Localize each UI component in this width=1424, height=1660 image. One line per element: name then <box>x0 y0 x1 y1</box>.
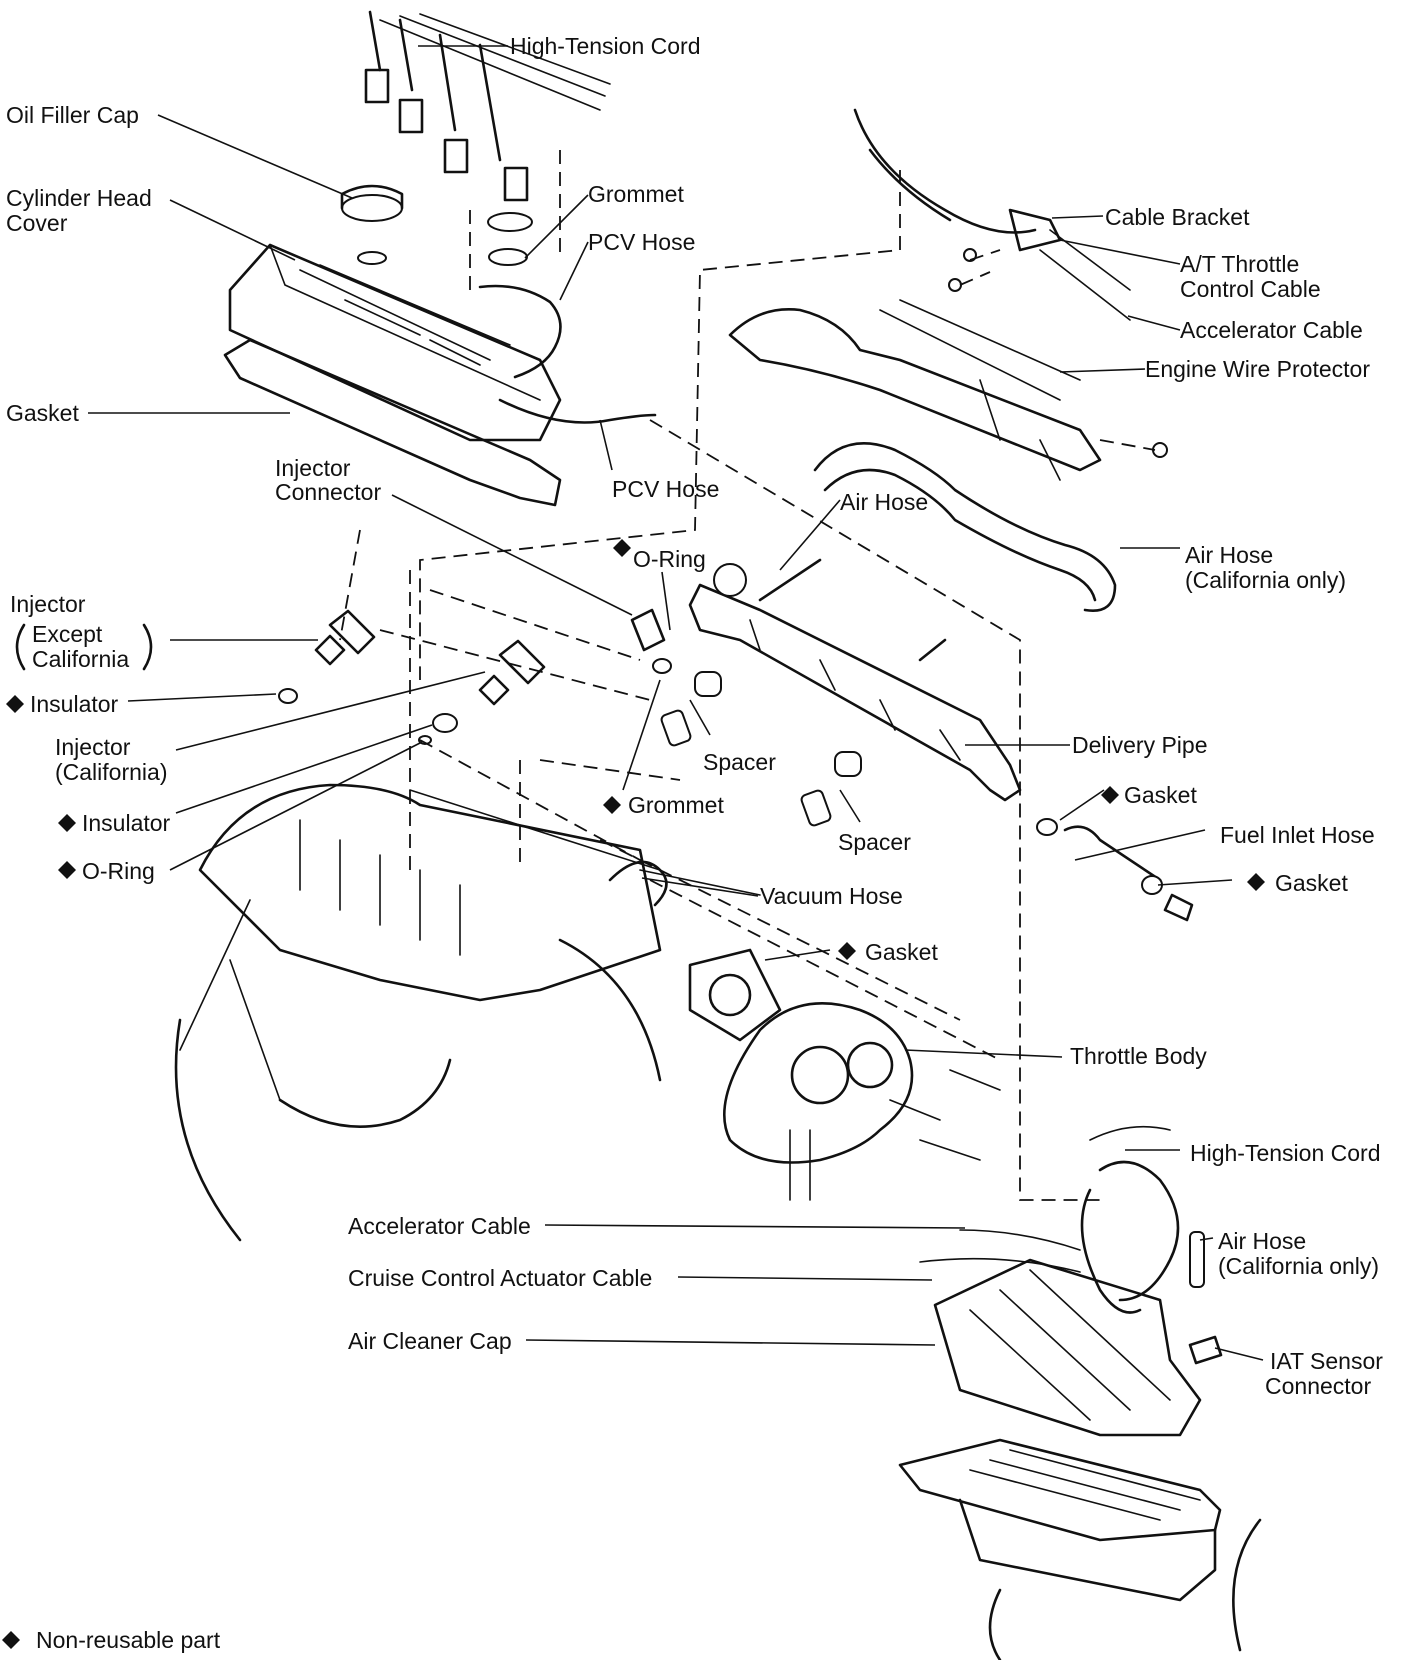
diamond-icon <box>603 796 621 814</box>
grommet-and-pcv-top <box>478 212 657 424</box>
label-spacer-bottom: Spacer <box>838 829 911 855</box>
label-injector-except-3: California <box>32 646 129 672</box>
diamond-icon <box>838 942 856 960</box>
label-delivery-pipe: Delivery Pipe <box>1072 732 1208 758</box>
legend-non-reusable-part: Non-reusable part <box>36 1627 221 1653</box>
label-o-ring-left: O-Ring <box>82 858 155 884</box>
non-reusable-diamond-icons <box>2 539 1265 1649</box>
diamond-icon <box>613 539 631 557</box>
label-air-hose-mid: Air Hose <box>840 489 928 515</box>
label-air-hose-ca-1: Air Hose <box>1185 542 1273 568</box>
label-at-throttle-2: Control Cable <box>1180 276 1321 302</box>
label-iat-sensor-2: Connector <box>1265 1373 1371 1399</box>
label-air-hose-ca-b-2: (California only) <box>1218 1253 1379 1279</box>
label-air-hose-ca-b-1: Air Hose <box>1218 1228 1306 1254</box>
leader-lines <box>88 45 1264 1361</box>
label-insulator-top: Insulator <box>30 691 119 717</box>
diamond-icon <box>1101 786 1119 804</box>
label-air-cleaner-cap: Air Cleaner Cap <box>348 1328 512 1354</box>
cable-lines-lower <box>919 1229 1081 1273</box>
diamond-icon <box>58 814 76 832</box>
label-grommet-top: Grommet <box>588 181 684 207</box>
label-accelerator-cable-top: Accelerator Cable <box>1180 317 1363 343</box>
air-hose-california-part <box>813 442 1117 613</box>
assembly-guide-dashes <box>339 170 1100 1201</box>
intake-manifold-part <box>174 570 662 1242</box>
label-fuel-inlet-hose: Fuel Inlet Hose <box>1220 822 1375 848</box>
label-pcv-hose-mid: PCV Hose <box>612 476 719 502</box>
label-o-ring-top: O-Ring <box>633 546 706 572</box>
label-injector-connector-2: Connector <box>275 479 381 505</box>
label-cylinder-head-cover-1: Cylinder Head <box>6 185 152 211</box>
diamond-icon <box>2 1631 20 1649</box>
label-insulator-mid: Insulator <box>82 810 171 836</box>
label-injector-connector-1: Injector <box>275 455 351 481</box>
label-at-throttle-1: A/T Throttle <box>1180 251 1299 277</box>
label-high-tension-cord-top: High-Tension Cord <box>510 33 700 59</box>
label-engine-wire-protector: Engine Wire Protector <box>1145 356 1370 382</box>
label-gasket-inlet: Gasket <box>1275 870 1348 896</box>
diamond-icon <box>1247 873 1265 891</box>
label-gasket-throttle: Gasket <box>865 939 938 965</box>
label-throttle-body: Throttle Body <box>1070 1043 1207 1069</box>
lower-high-tension-cord <box>1080 1125 1205 1314</box>
throttle-gasket-part <box>688 948 782 1042</box>
fuel-inlet-hose-part <box>1036 818 1194 922</box>
label-iat-sensor-1: IAT Sensor <box>1270 1348 1383 1374</box>
spacers-part <box>660 671 862 827</box>
label-spacer-top: Spacer <box>703 749 776 775</box>
label-oil-filler-cap: Oil Filler Cap <box>6 102 139 128</box>
air-cleaner-cap-part <box>933 1258 1223 1437</box>
diamond-icon <box>58 861 76 879</box>
label-pcv-hose-top: PCV Hose <box>588 229 695 255</box>
diamond-icon <box>6 695 24 713</box>
label-high-tension-cord-bottom: High-Tension Cord <box>1190 1140 1380 1166</box>
label-injector-ca-2: (California) <box>55 759 167 785</box>
air-cleaner-element-part <box>898 1438 1262 1660</box>
label-injector-except-1: Injector <box>10 591 86 617</box>
labels: High-Tension Cord Oil Filler Cap Cylinde… <box>6 33 1383 1653</box>
label-cruise-control-cable: Cruise Control Actuator Cable <box>348 1265 652 1291</box>
cylinder-head-cover-part <box>228 243 562 442</box>
label-gasket-cover: Gasket <box>6 400 79 426</box>
label-cable-bracket: Cable Bracket <box>1105 204 1250 230</box>
label-injector-except-2: Except <box>32 621 103 647</box>
cover-gasket-part <box>223 338 562 507</box>
engine-wire-protector-part <box>728 299 1168 481</box>
cable-bracket-group <box>853 108 1131 321</box>
injector-connector-part <box>630 608 672 674</box>
high-tension-cord-set-top <box>364 10 611 290</box>
injectors-and-insulators <box>278 609 546 745</box>
label-gasket-right: Gasket <box>1124 782 1197 808</box>
oil-filler-cap-part <box>340 184 404 222</box>
except-california-brackets <box>15 623 153 671</box>
delivery-pipe-part <box>688 558 1022 802</box>
label-vacuum-hose: Vacuum Hose <box>760 883 903 909</box>
throttle-body-part <box>723 1002 1001 1201</box>
label-air-hose-ca-2: (California only) <box>1185 567 1346 593</box>
label-accelerator-cable-bottom: Accelerator Cable <box>348 1213 531 1239</box>
label-grommet-mid: Grommet <box>628 792 724 818</box>
label-injector-ca-1: Injector <box>55 734 131 760</box>
label-cylinder-head-cover-2: Cover <box>6 210 68 236</box>
